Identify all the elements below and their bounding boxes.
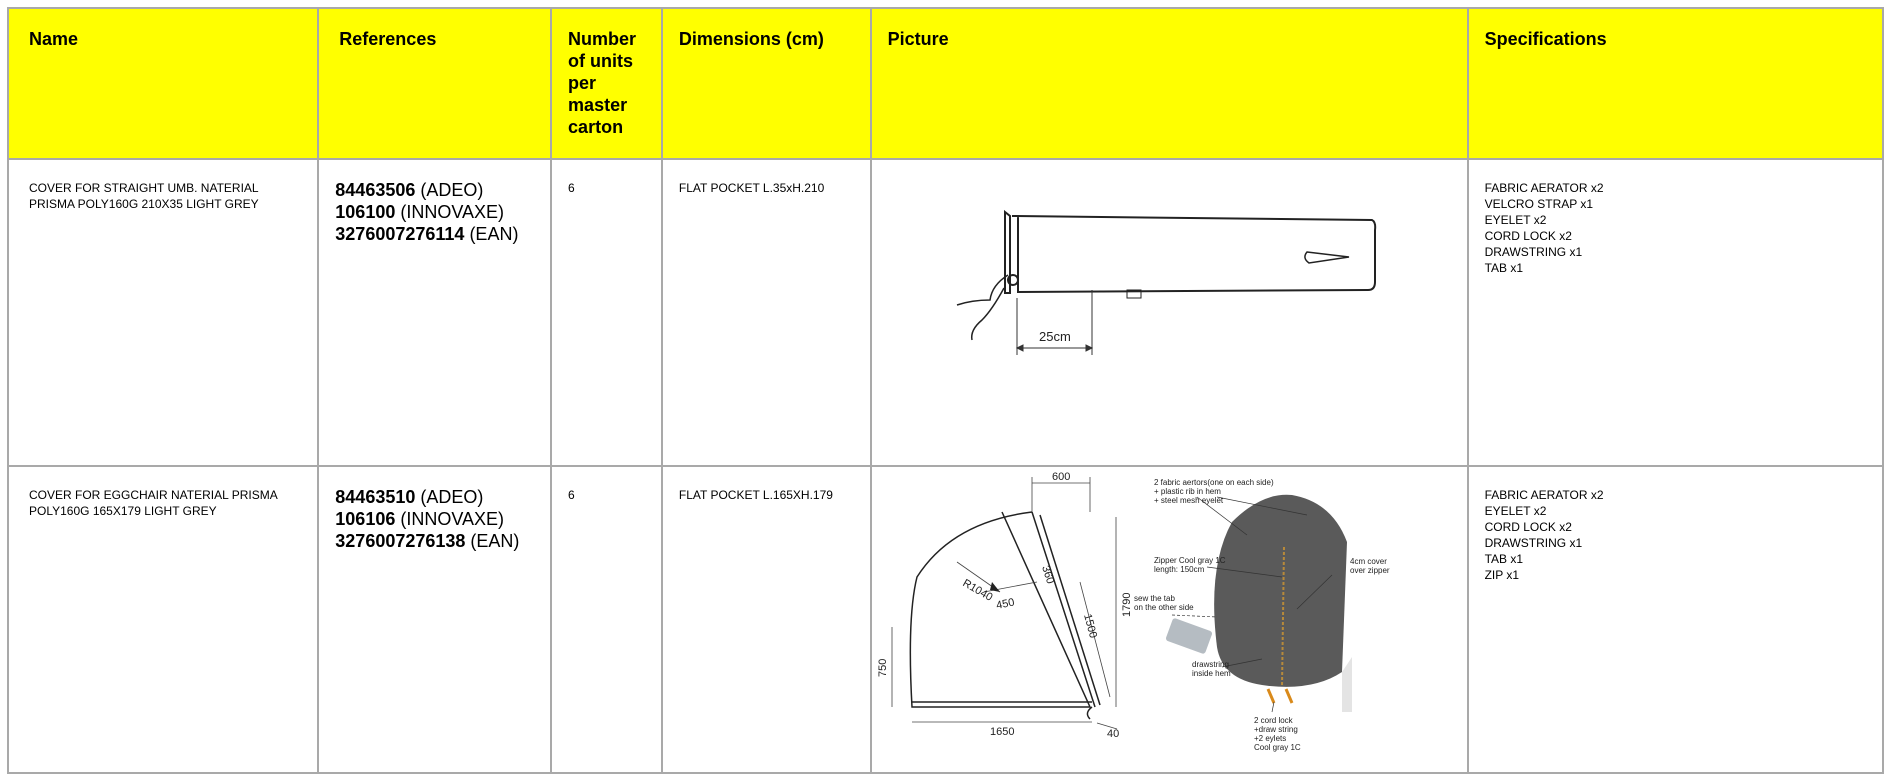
- dimension-label-25cm: 25cm: [1039, 329, 1071, 344]
- annotation-cover: over zipper: [1350, 566, 1390, 575]
- dimensions-cell: FLAT POCKET L.35xH.210: [660, 158, 872, 467]
- dim-1650: 1650: [990, 726, 1014, 738]
- annotation-cover: 4cm cover: [1350, 557, 1387, 566]
- annotation-tab: sew the tab: [1134, 594, 1175, 603]
- references-cell: 84463510 (ADEO) 106106 (INNOVAXE) 327600…: [317, 465, 553, 774]
- units-cell: 6: [550, 158, 663, 467]
- annotation-cord: Cool gray 1C: [1254, 743, 1301, 752]
- dim-450: 450: [995, 596, 1015, 612]
- specifications-cell: FABRIC AERATOR x2 VELCRO STRAP x1 EYELET…: [1466, 158, 1884, 467]
- spec-item: EYELET x2: [1484, 504, 1547, 518]
- annotation-tab: on the other side: [1134, 603, 1194, 612]
- references-cell: 84463506 (ADEO) 106100 (INNOVAXE) 327600…: [317, 158, 553, 467]
- dimensions-cell: FLAT POCKET L.165XH.179: [660, 465, 872, 774]
- specifications-cell: FABRIC AERATOR x2 EYELET x2 CORD LOCK x2…: [1466, 465, 1884, 774]
- dim-360: 360: [1039, 564, 1056, 585]
- spec-item: CORD LOCK x2: [1484, 229, 1572, 243]
- header-references: References: [317, 7, 553, 160]
- dim-1790: 1790: [1121, 593, 1133, 617]
- umbrella-cover-drawing: 25cm: [956, 209, 1376, 355]
- dim-r1040: R1040: [960, 577, 994, 604]
- spec-item: FABRIC AERATOR x2: [1484, 181, 1604, 195]
- spec-item: CORD LOCK x2: [1484, 520, 1572, 534]
- annotation-drawstring: drawstring: [1192, 660, 1229, 669]
- dim-750: 750: [877, 659, 889, 677]
- picture-cell: 600 360 R1040 450 1500 1790 750 1650 40: [869, 465, 1469, 774]
- dim-600: 600: [1052, 471, 1070, 483]
- dim-1500: 1500: [1081, 613, 1099, 640]
- spec-item: DRAWSTRING x1: [1484, 245, 1583, 259]
- spec-item: DRAWSTRING x1: [1484, 536, 1583, 550]
- header-name: Name: [6, 7, 320, 160]
- header-specifications: Specifications: [1466, 7, 1884, 160]
- spec-item: VELCRO STRAP x1: [1484, 197, 1594, 211]
- annotation-drawstring: inside hem: [1192, 669, 1231, 678]
- annotation-cord: +2 eylets: [1254, 734, 1286, 743]
- spec-item: TAB x1: [1484, 552, 1524, 566]
- annotation-aerators: 2 fabric aertors(one on each side): [1154, 478, 1274, 487]
- annotation-aerators: + plastic rib in hem: [1154, 487, 1221, 496]
- header-dimensions: Dimensions (cm): [660, 7, 872, 160]
- annotation-cord: 2 cord lock: [1254, 716, 1294, 725]
- picture-cell: 25cm: [869, 158, 1469, 467]
- dim-40: 40: [1107, 728, 1119, 740]
- spec-item: FABRIC AERATOR x2: [1484, 488, 1604, 502]
- annotation-zipper: Zipper Cool gray 1C: [1154, 556, 1226, 565]
- spec-item: TAB x1: [1484, 261, 1524, 275]
- header-picture: Picture: [869, 7, 1469, 160]
- eggchair-cover-drawing: 600 360 R1040 450 1500 1790 750 1650 40: [877, 471, 1390, 752]
- spec-item: EYELET x2: [1484, 213, 1547, 227]
- annotation-cord: +draw string: [1254, 725, 1298, 734]
- units-cell: 6: [550, 465, 663, 774]
- spec-item: ZIP x1: [1484, 568, 1520, 582]
- annotation-aerators: + steel mesh eyelet: [1154, 496, 1224, 505]
- annotation-zipper: length: 150cm: [1154, 565, 1205, 574]
